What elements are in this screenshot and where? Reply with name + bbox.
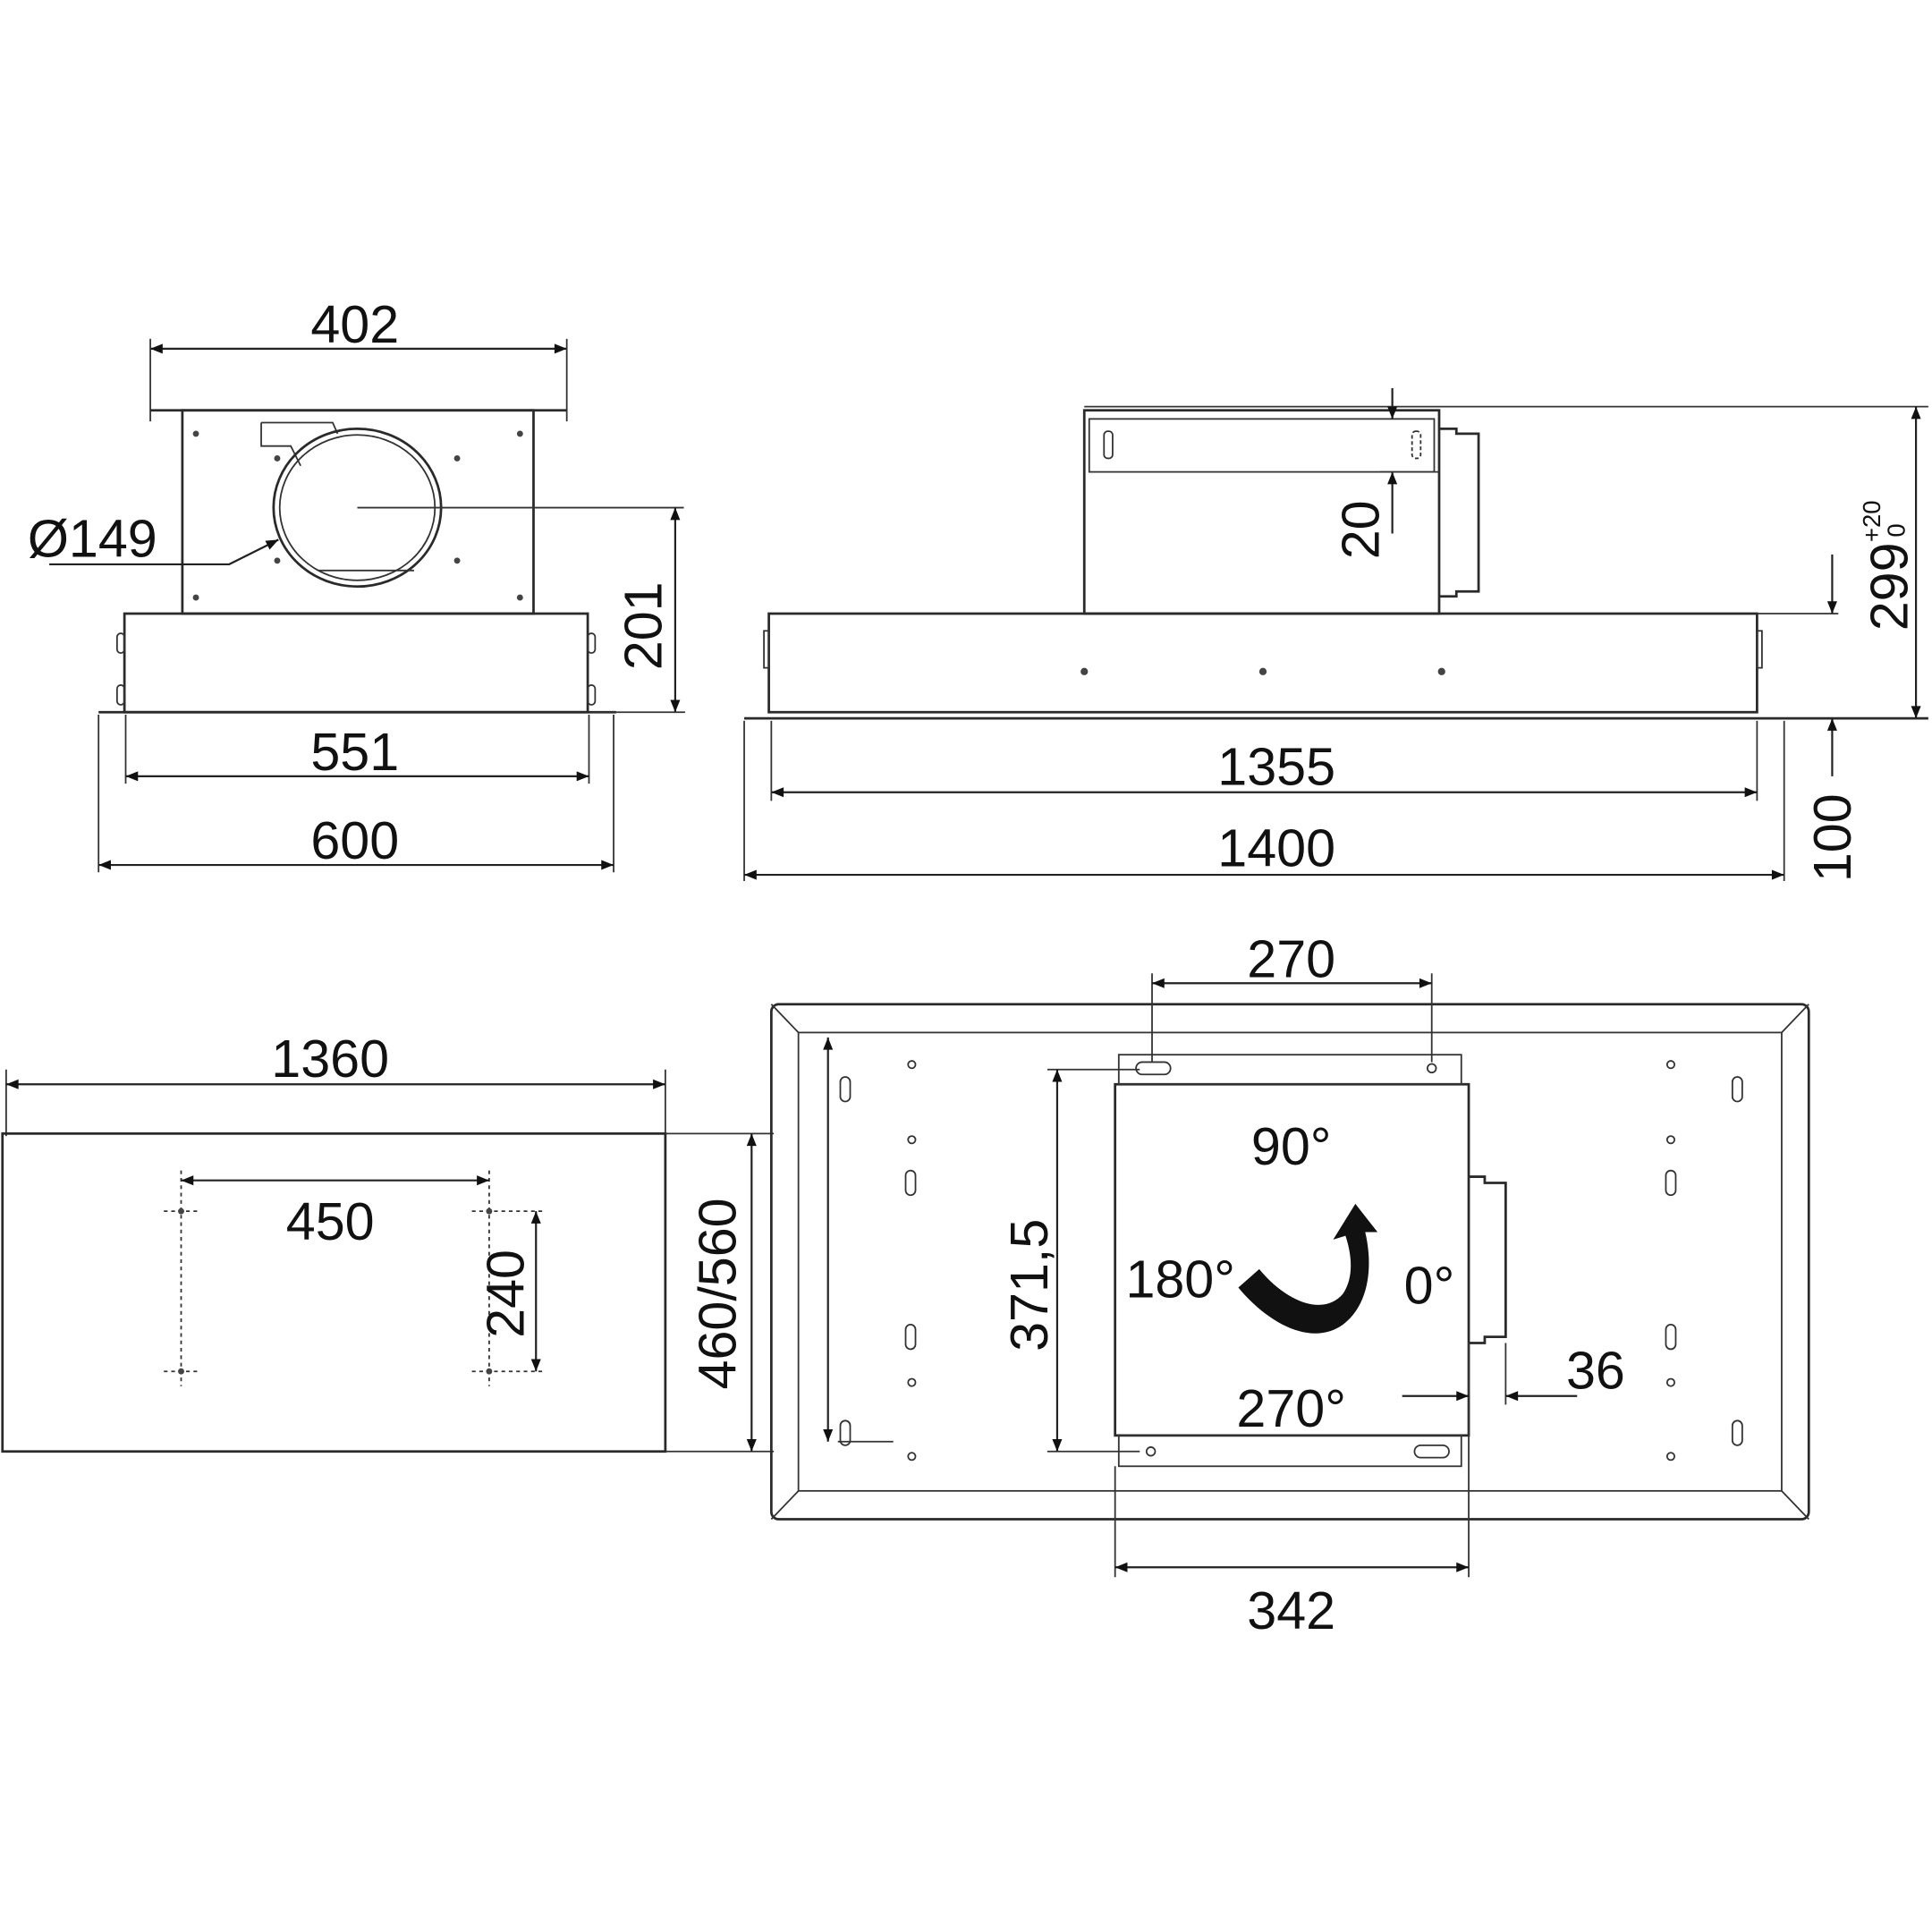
dim-1355: 1355 bbox=[1217, 737, 1335, 797]
angle-270: 270° bbox=[1236, 1378, 1346, 1438]
side-view: 20 1355 1400 299 +20 0 100 bbox=[743, 387, 1928, 882]
duct-outlet-side bbox=[1438, 428, 1480, 598]
hood-body-side bbox=[767, 612, 1758, 714]
dim-1360: 1360 bbox=[271, 1029, 389, 1089]
dim-299: 299 bbox=[1859, 542, 1919, 631]
dim-36: 36 bbox=[1566, 1341, 1625, 1401]
diameter-leader bbox=[49, 538, 279, 566]
dim-450: 450 bbox=[286, 1191, 375, 1251]
dim-600: 600 bbox=[310, 810, 399, 870]
angle-90: 90° bbox=[1251, 1116, 1332, 1176]
duct-outlet-plan bbox=[1469, 1175, 1507, 1344]
front-view: 402 Ø149 201 551 600 bbox=[28, 294, 685, 873]
dim-551: 551 bbox=[310, 722, 399, 782]
ceiling-cutout bbox=[1, 1131, 667, 1453]
dim-371-5: 371,5 bbox=[999, 1219, 1059, 1352]
dim-100: 100 bbox=[1802, 793, 1862, 882]
dim-20: 20 bbox=[1330, 500, 1390, 559]
angle-0: 0° bbox=[1404, 1255, 1455, 1315]
mounting-slots bbox=[839, 1060, 1743, 1462]
dim-201: 201 bbox=[614, 581, 674, 670]
dim-240: 240 bbox=[475, 1250, 535, 1338]
dim-270: 270 bbox=[1247, 928, 1335, 988]
plan-view: 270 342 371,5 36 90° 180° 0° 270° bbox=[769, 928, 1810, 1640]
dim-diameter-149: Ø149 bbox=[28, 509, 157, 569]
rotation-arrow-icon bbox=[1238, 1203, 1378, 1334]
tolerance-upper: +20 bbox=[1858, 500, 1885, 542]
motor-housing bbox=[181, 409, 535, 615]
cutout-view: 1360 460/560 450 240 bbox=[1, 1029, 775, 1453]
dim-342: 342 bbox=[1247, 1580, 1335, 1640]
hood-outline bbox=[769, 1003, 1810, 1521]
tolerance-lower: 0 bbox=[1883, 523, 1911, 537]
angle-180: 180° bbox=[1125, 1250, 1235, 1309]
hood-body-front bbox=[123, 612, 589, 714]
dim-460-560: 460/560 bbox=[687, 1198, 747, 1389]
dim-299-group: 299 +20 0 bbox=[1858, 500, 1919, 631]
dim-402: 402 bbox=[310, 294, 399, 354]
bottom-bracket bbox=[1117, 1434, 1462, 1468]
dim-1400: 1400 bbox=[1217, 818, 1335, 877]
